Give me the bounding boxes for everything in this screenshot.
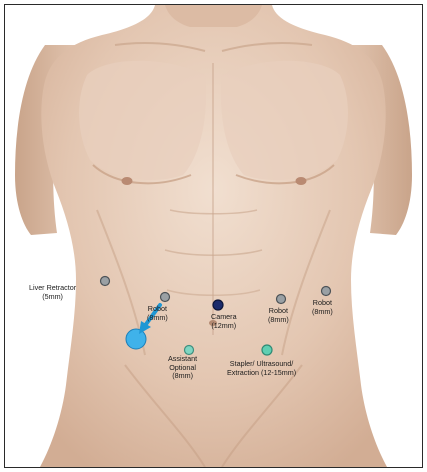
torso-illustration bbox=[5, 5, 422, 467]
nipple-right bbox=[296, 177, 307, 185]
label-camera: Camera (12mm) bbox=[211, 313, 237, 330]
nipple-left bbox=[122, 177, 133, 185]
label-liver-retractor: Liver Retractor (5mm) bbox=[29, 284, 76, 301]
pectoral-left bbox=[79, 61, 206, 180]
diagram-frame: Liver Retractor (5mm) Robot (8mm) Camera… bbox=[4, 4, 423, 468]
port-marker-liver-retractor bbox=[101, 277, 110, 286]
label-robot-left: Robot (8mm) bbox=[147, 305, 168, 322]
port-marker-robot-right bbox=[322, 287, 331, 296]
port-marker-camera bbox=[213, 300, 223, 310]
label-stapler: Stapler/ Ultrasound/ Extraction (12-15mm… bbox=[227, 360, 296, 377]
label-robot-center: Robot (8mm) bbox=[268, 307, 289, 324]
port-marker-robot-center bbox=[277, 295, 286, 304]
port-marker-stapler bbox=[262, 345, 272, 355]
label-assistant: Assistant Optional (8mm) bbox=[168, 355, 197, 381]
pectoral-right bbox=[221, 61, 348, 180]
port-marker-robot-left bbox=[161, 293, 170, 302]
large-port bbox=[126, 329, 146, 349]
label-robot-right: Robot (8mm) bbox=[312, 299, 333, 316]
